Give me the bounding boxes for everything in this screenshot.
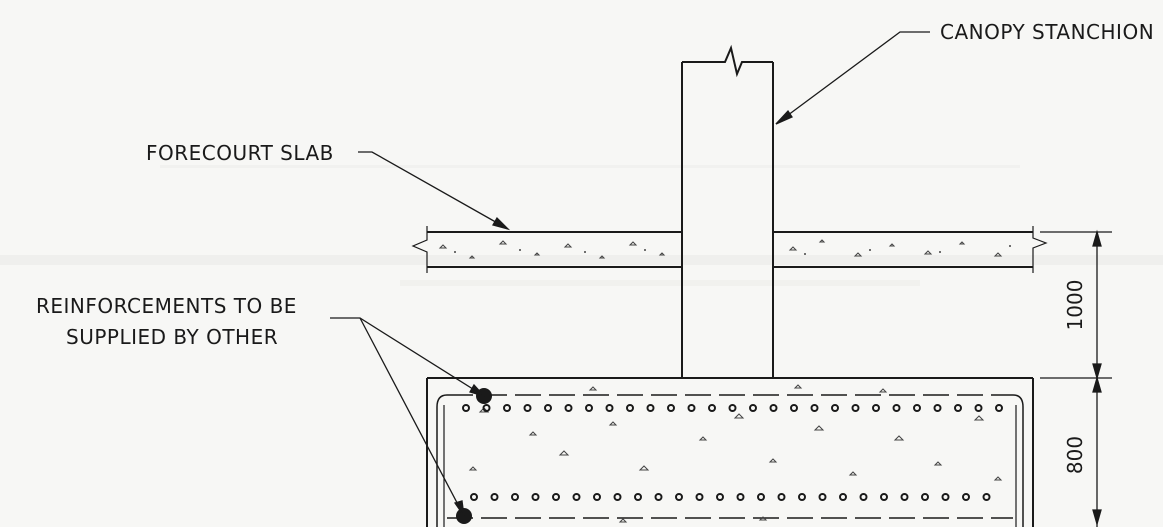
rebar [777,493,786,501]
rebar [810,404,819,412]
dimension-800: 800 [1063,436,1087,474]
background-texture [0,165,1163,286]
rebar [695,493,704,501]
rebar [818,493,827,501]
rebar [523,404,532,412]
rebar [552,493,560,501]
rebar [757,493,765,501]
rebar [982,493,991,501]
rebar [585,404,593,412]
rebar [572,493,581,501]
rebar [687,404,696,412]
rebar [564,404,573,412]
foundation-block [426,377,1034,527]
rebar [593,493,601,501]
dimension-1000: 1000 [1063,280,1087,331]
rebar [839,493,847,501]
rebar [859,493,868,501]
rebar [482,404,491,412]
rebar [880,493,888,501]
rebar [462,404,470,412]
top-rebar-row [462,404,1003,412]
dimension-lines [1040,229,1112,527]
forecourt-slab [411,226,1048,273]
rebar [646,404,655,412]
rebar [954,404,962,412]
rebar [531,493,540,501]
rebar [605,404,614,412]
rebar [872,404,880,412]
rebar [974,404,983,412]
label-reinforcements-line2: SUPPLIED BY OTHER [66,325,278,349]
label-reinforcements-line1: REINFORCEMENTS TO BE [36,294,297,318]
leader-forecourt-slab [358,151,511,231]
rebar [831,404,839,412]
rebar [634,493,642,501]
rebar [892,404,901,412]
rebar [728,404,737,412]
label-forecourt-slab: FORECOURT SLAB [146,141,334,165]
rebar [933,404,942,412]
bottom-rebar-row [470,493,991,501]
rebar [708,404,716,412]
rebar [769,404,778,412]
rebar [667,404,675,412]
rebar [913,404,921,412]
rebar [736,493,745,501]
label-canopy-stanchion: CANOPY STANCHION [940,20,1154,44]
leader-canopy-stanchion [775,31,930,125]
rebar [798,493,806,501]
rebar [626,404,634,412]
rebar [716,493,724,501]
rebar [613,493,622,501]
rebar [790,404,798,412]
rebar [675,493,683,501]
rebar [962,493,970,501]
rebar [749,404,757,412]
rebar [544,404,552,412]
rebar [511,493,519,501]
rebar [921,493,929,501]
rebar [900,493,909,501]
rebar [941,493,950,501]
leader-reinforcements [330,317,487,517]
rebar [503,404,511,412]
rebar [851,404,860,412]
rebar [654,493,663,501]
rebar [470,493,478,501]
rebar [490,493,499,501]
rebar [995,404,1003,412]
stanchion [681,44,774,378]
